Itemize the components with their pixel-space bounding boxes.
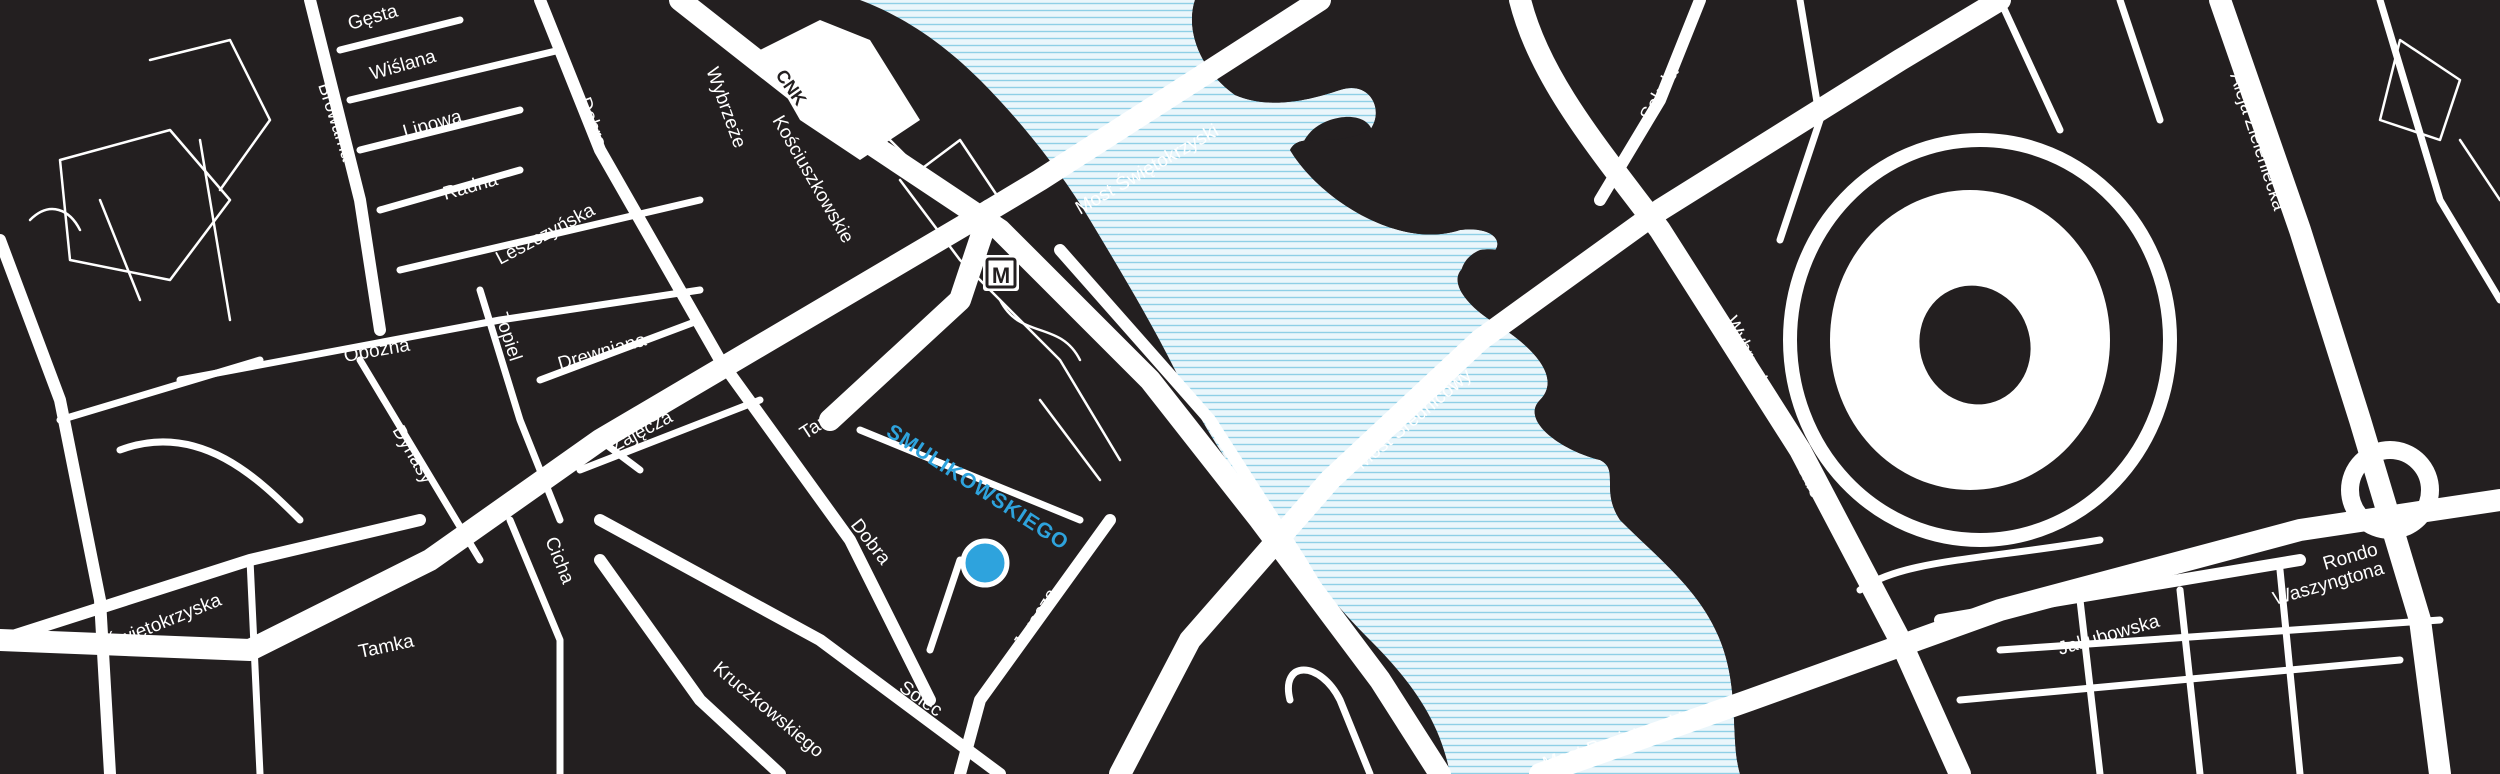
road-solec[interactable] — [594, 514, 1006, 774]
road-west-south[interactable] — [246, 556, 264, 774]
road-lipowa[interactable] — [356, 106, 524, 154]
metro-station-inner — [985, 257, 1017, 289]
road-east-north[interactable] — [2116, 0, 2164, 124]
road-jaracza[interactable] — [954, 514, 1116, 774]
road-jakubowska[interactable] — [1934, 554, 2306, 626]
road-gesta[interactable] — [336, 16, 464, 54]
road-cicha[interactable] — [506, 516, 564, 774]
metro-station-box — [983, 255, 1019, 291]
road-srednicowy-west[interactable] — [1109, 469, 1341, 774]
stadium-pitch — [1919, 285, 2031, 405]
road-smulikowskiego[interactable] — [856, 426, 1084, 524]
road-east-grid[interactable] — [2276, 566, 2304, 774]
park-path — [868, 118, 1002, 202]
road-leszczynska[interactable] — [396, 196, 704, 274]
road-east-ramp[interactable] — [1856, 536, 2104, 594]
campus-path — [58, 128, 232, 282]
road-radna[interactable] — [376, 166, 524, 214]
road-browarna[interactable] — [304, 0, 386, 336]
road-wybrzeze-szczecinskie[interactable] — [1509, 0, 1971, 774]
road-east-north[interactable] — [1776, 0, 1824, 244]
road-tamka-lower[interactable] — [819, 199, 1001, 431]
road-west-edge[interactable] — [0, 234, 116, 774]
road-west-connector[interactable] — [56, 356, 264, 424]
road-zajecza[interactable] — [576, 396, 764, 474]
road-east-north[interactable] — [1996, 0, 2064, 134]
vistula-river — [860, 0, 1740, 774]
road-east-grid[interactable] — [2176, 586, 2204, 774]
campus-path — [28, 208, 82, 232]
road-loop-solec[interactable] — [1285, 666, 1374, 774]
road-aleja-zieleniecka[interactable] — [2209, 0, 2451, 774]
road-smulikowskiego-south[interactable] — [926, 556, 964, 654]
road-srednicowy-east[interactable] — [1319, 0, 2011, 491]
road-drewniana[interactable] — [536, 316, 704, 384]
road-dynasy[interactable] — [356, 356, 484, 564]
road-wislana[interactable] — [346, 46, 564, 104]
park-path — [898, 178, 1122, 462]
road-east-grid[interactable] — [1956, 656, 2404, 704]
road-kruczkowskiego[interactable] — [594, 554, 786, 774]
stadium-outer — [1783, 133, 2177, 547]
road-dobra[interactable] — [534, 0, 936, 706]
campus-path — [98, 138, 232, 322]
west-bank-roads — [0, 0, 1451, 774]
road-topiel[interactable] — [476, 286, 564, 524]
cnk-building — [760, 20, 920, 160]
metro-station-icon: M — [992, 263, 1010, 288]
road-east-far[interactable] — [2376, 0, 2500, 304]
rondo-waszyngtona[interactable] — [2341, 441, 2439, 539]
metro-station[interactable]: M — [983, 255, 1019, 291]
road-obozna[interactable] — [176, 286, 704, 384]
road-west-block[interactable] — [596, 436, 644, 474]
road-sokola[interactable] — [1594, 0, 1706, 206]
road-east-grid[interactable] — [1996, 616, 2444, 654]
road-east-grid[interactable] — [2076, 596, 2104, 774]
east-park-path — [2378, 38, 2500, 202]
park-path — [998, 298, 1102, 482]
east-bank-roads — [1319, 0, 2500, 774]
road-wybrzeze-parallel[interactable] — [1054, 244, 1366, 666]
campus-path — [148, 38, 272, 192]
location-dot-icon[interactable] — [960, 538, 1010, 588]
road-west-curve[interactable] — [116, 438, 304, 524]
